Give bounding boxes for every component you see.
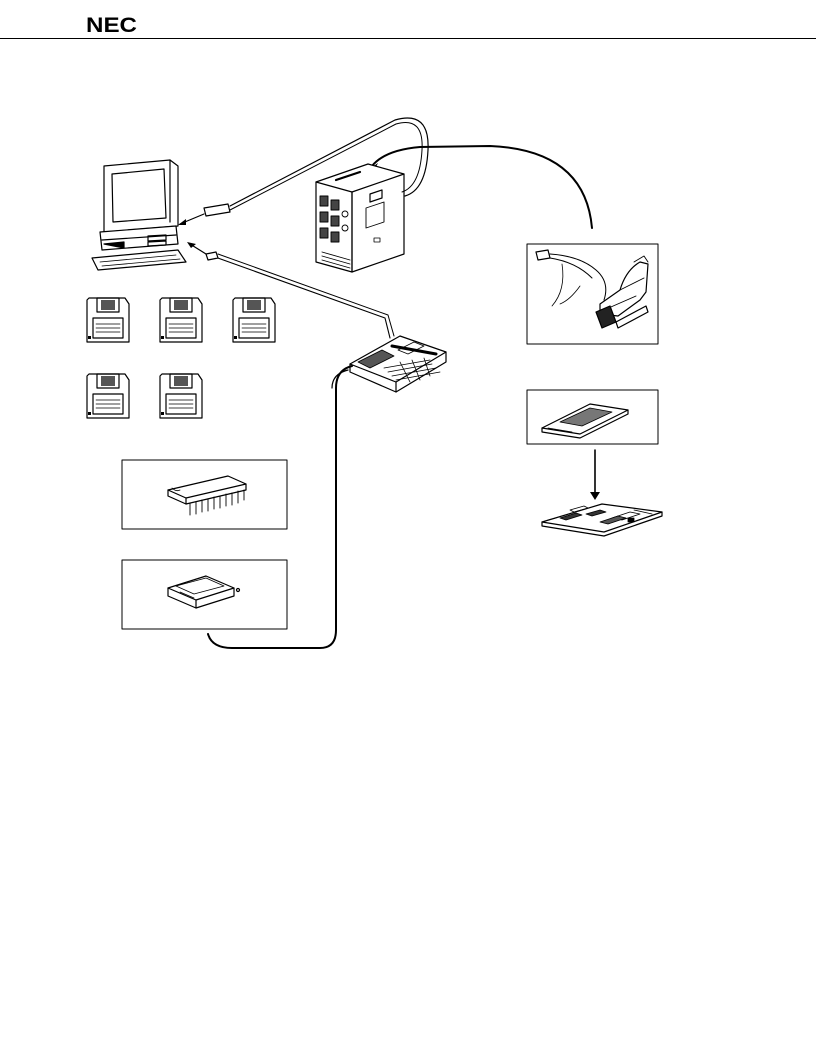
floppy-disk-icon bbox=[232, 297, 276, 343]
header-rule bbox=[0, 38, 816, 39]
circuit-board-icon bbox=[541, 503, 663, 537]
desktop-computer-icon bbox=[91, 159, 231, 271]
conversion-socket-box bbox=[526, 389, 659, 445]
dip-ic-package-box bbox=[121, 459, 288, 530]
cable-probe-to-tower bbox=[371, 145, 593, 229]
cable-tower-to-host bbox=[229, 117, 429, 207]
probe-cable-box bbox=[526, 243, 659, 345]
cable-adapter-to-console bbox=[207, 365, 353, 649]
socket-adapter-box bbox=[121, 559, 288, 630]
conversion-socket-icon bbox=[541, 403, 629, 439]
floppy-disk-set bbox=[86, 297, 276, 419]
floppy-disk-icon bbox=[159, 373, 203, 419]
floppy-disk-icon bbox=[86, 373, 130, 419]
nec-logo: NEC bbox=[86, 14, 137, 37]
floppy-disk-icon bbox=[86, 297, 130, 343]
dip-chip-icon bbox=[167, 475, 247, 516]
socket-adapter-icon bbox=[167, 575, 241, 609]
floppy-disk-icon bbox=[159, 297, 203, 343]
keypad-console-icon bbox=[349, 335, 447, 393]
cable-console-to-host bbox=[214, 256, 391, 339]
page-header: NEC bbox=[0, 0, 816, 40]
tower-case-icon bbox=[315, 163, 405, 273]
probe-cable-icon bbox=[535, 249, 649, 329]
